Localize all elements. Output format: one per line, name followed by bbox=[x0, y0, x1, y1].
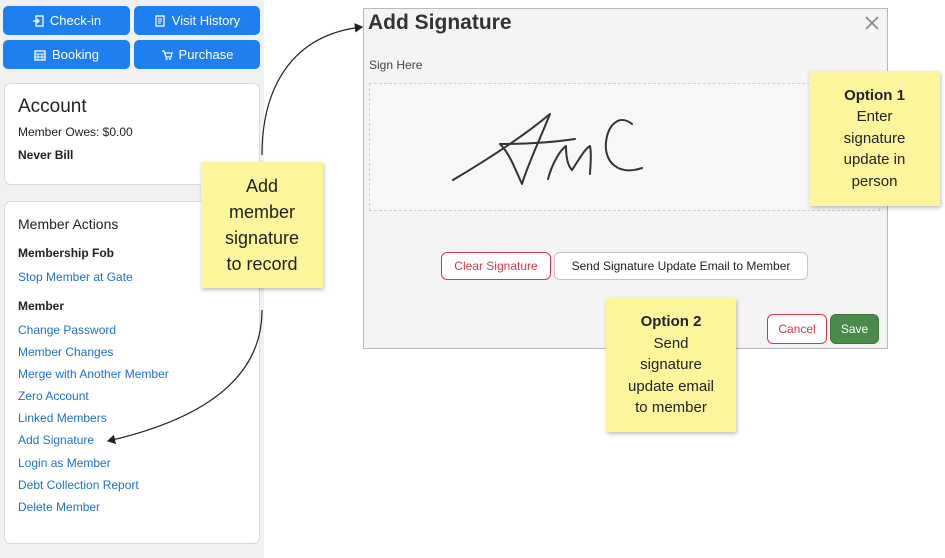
visit-history-button[interactable]: Visit History bbox=[134, 6, 260, 35]
sign-here-label: Sign Here bbox=[369, 58, 423, 72]
purchase-label: Purchase bbox=[178, 47, 234, 62]
member-heading: Member bbox=[18, 299, 65, 313]
close-icon[interactable] bbox=[863, 14, 881, 32]
member-actions-title: Member Actions bbox=[18, 216, 119, 232]
note-line: signature bbox=[640, 356, 702, 374]
send-signature-email-button[interactable]: Send Signature Update Email to Member bbox=[554, 252, 808, 280]
note-line: to member bbox=[635, 399, 707, 417]
merge-member-link[interactable]: Merge with Another Member bbox=[18, 367, 169, 381]
booking-button[interactable]: Booking bbox=[3, 40, 130, 69]
delete-member-link[interactable]: Delete Member bbox=[18, 500, 101, 514]
purchase-button[interactable]: Purchase bbox=[134, 40, 260, 69]
note-line: signature bbox=[843, 129, 906, 147]
note-line: member bbox=[228, 202, 295, 222]
note-line: signature bbox=[224, 228, 300, 248]
sign-in-icon bbox=[32, 14, 44, 27]
note-line: update in bbox=[843, 151, 906, 169]
member-owes-text: Member Owes: $0.00 bbox=[18, 125, 133, 139]
change-password-link[interactable]: Change Password bbox=[18, 323, 117, 337]
debt-collection-report-link[interactable]: Debt Collection Report bbox=[18, 478, 139, 492]
signature-drawing bbox=[452, 113, 643, 185]
membership-fob-heading: Membership Fob bbox=[18, 246, 115, 260]
document-icon bbox=[155, 14, 165, 27]
account-title: Account bbox=[18, 96, 87, 117]
note-line: update email bbox=[628, 377, 714, 395]
note-option-1: Option 1 Enter signature update in perso… bbox=[809, 71, 940, 206]
visit-history-label: Visit History bbox=[171, 13, 241, 28]
clear-signature-button[interactable]: Clear Signature bbox=[441, 252, 551, 280]
note-title: Option 2 bbox=[640, 313, 702, 331]
add-signature-link[interactable]: Add Signature bbox=[18, 433, 95, 447]
linked-members-link[interactable]: Linked Members bbox=[18, 411, 107, 425]
note-line: to record bbox=[226, 254, 298, 274]
left-panel: Check-in Visit History Booking Purchase … bbox=[0, 0, 264, 558]
add-signature-modal: Add Signature Sign Here Clear Signature … bbox=[363, 8, 888, 349]
zero-account-link[interactable]: Zero Account bbox=[18, 389, 89, 403]
cart-icon bbox=[161, 49, 173, 60]
checkin-button[interactable]: Check-in bbox=[3, 6, 130, 35]
cancel-button[interactable]: Cancel bbox=[767, 314, 827, 344]
note-title: Option 1 bbox=[844, 86, 905, 104]
note-line: Send bbox=[653, 334, 689, 352]
note-line: person bbox=[851, 172, 898, 190]
calendar-icon bbox=[34, 49, 46, 61]
billing-status: Never Bill bbox=[18, 148, 74, 162]
member-changes-link[interactable]: Member Changes bbox=[18, 345, 114, 359]
save-button[interactable]: Save bbox=[830, 314, 879, 344]
signature-pad[interactable] bbox=[369, 83, 880, 211]
stop-member-at-gate-link[interactable]: Stop Member at Gate bbox=[18, 270, 133, 284]
modal-title: Add Signature bbox=[368, 11, 512, 34]
arrow-to-modal bbox=[261, 23, 364, 156]
checkin-label: Check-in bbox=[49, 13, 102, 28]
booking-label: Booking bbox=[52, 47, 99, 62]
note-option-2: Option 2 Send signature update email to … bbox=[606, 298, 736, 432]
note-line: Enter bbox=[856, 108, 893, 126]
note-add-member-signature: Add member signature to record bbox=[201, 162, 323, 288]
login-as-member-link[interactable]: Login as Member bbox=[18, 456, 111, 470]
note-line: Add bbox=[245, 176, 279, 196]
